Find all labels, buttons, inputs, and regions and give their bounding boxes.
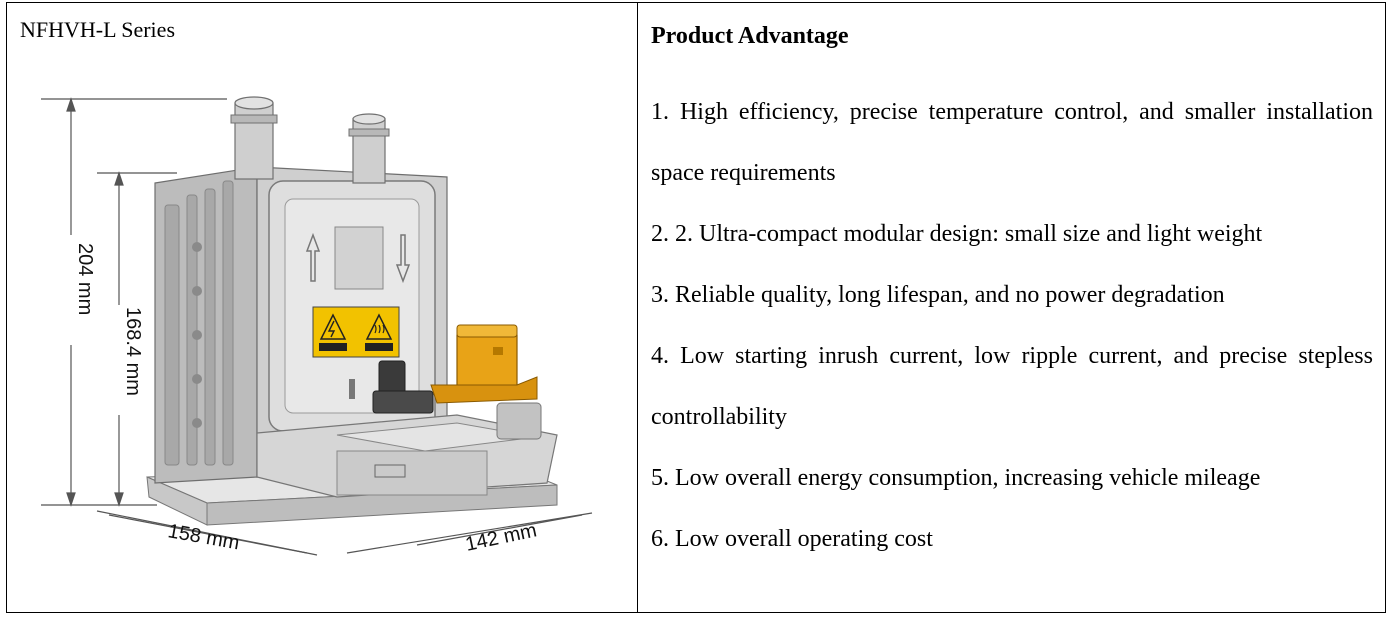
flow-arrow-up-icon: [305, 232, 321, 282]
advantages-list: 1. High efficiency, precise temperature …: [651, 82, 1373, 570]
advantages-heading: Product Advantage: [651, 23, 849, 49]
flow-arrow-down-icon: [395, 234, 411, 284]
advantage-item: 4. Low starting inrush current, low ripp…: [651, 343, 1373, 430]
dimension-width: 158 mm: [166, 520, 241, 554]
advantage-item: 5. Low overall energy consumption, incre…: [651, 465, 1261, 491]
advantage-item: 1. High efficiency, precise temperature …: [651, 99, 1373, 186]
product-table: NFHVH-L Series 204 mm 168.4 mm: [6, 2, 1386, 613]
dimension-height-outer: 204 mm: [74, 243, 96, 315]
advantage-item: 6. Low overall operating cost: [651, 526, 933, 552]
heater-product-illustration: 204 mm 168.4 mm 158 mm 142 mm: [41, 96, 593, 556]
high-voltage-warning-icon: [319, 313, 347, 340]
coolant-pipe-inlet: [230, 96, 278, 180]
dimension-height-inner: 168.4 mm: [122, 307, 144, 396]
dimension-depth: 142 mm: [463, 519, 538, 556]
control-box: [256, 402, 558, 498]
coolant-pipe-outlet: [348, 113, 390, 184]
product-image-cell: NFHVH-L Series 204 mm 168.4 mm: [7, 3, 638, 612]
advantage-item: 2. 2. Ultra-compact modular design: smal…: [651, 221, 1263, 247]
series-title: NFHVH-L Series: [20, 17, 175, 42]
signal-connector: [349, 360, 434, 414]
hot-surface-warning-icon: [365, 313, 393, 340]
high-voltage-connector: [430, 324, 538, 404]
advantage-item: 3. Reliable quality, long lifespan, and …: [651, 282, 1225, 308]
advantages-cell: Product Advantage 1. High efficiency, pr…: [638, 3, 1385, 612]
